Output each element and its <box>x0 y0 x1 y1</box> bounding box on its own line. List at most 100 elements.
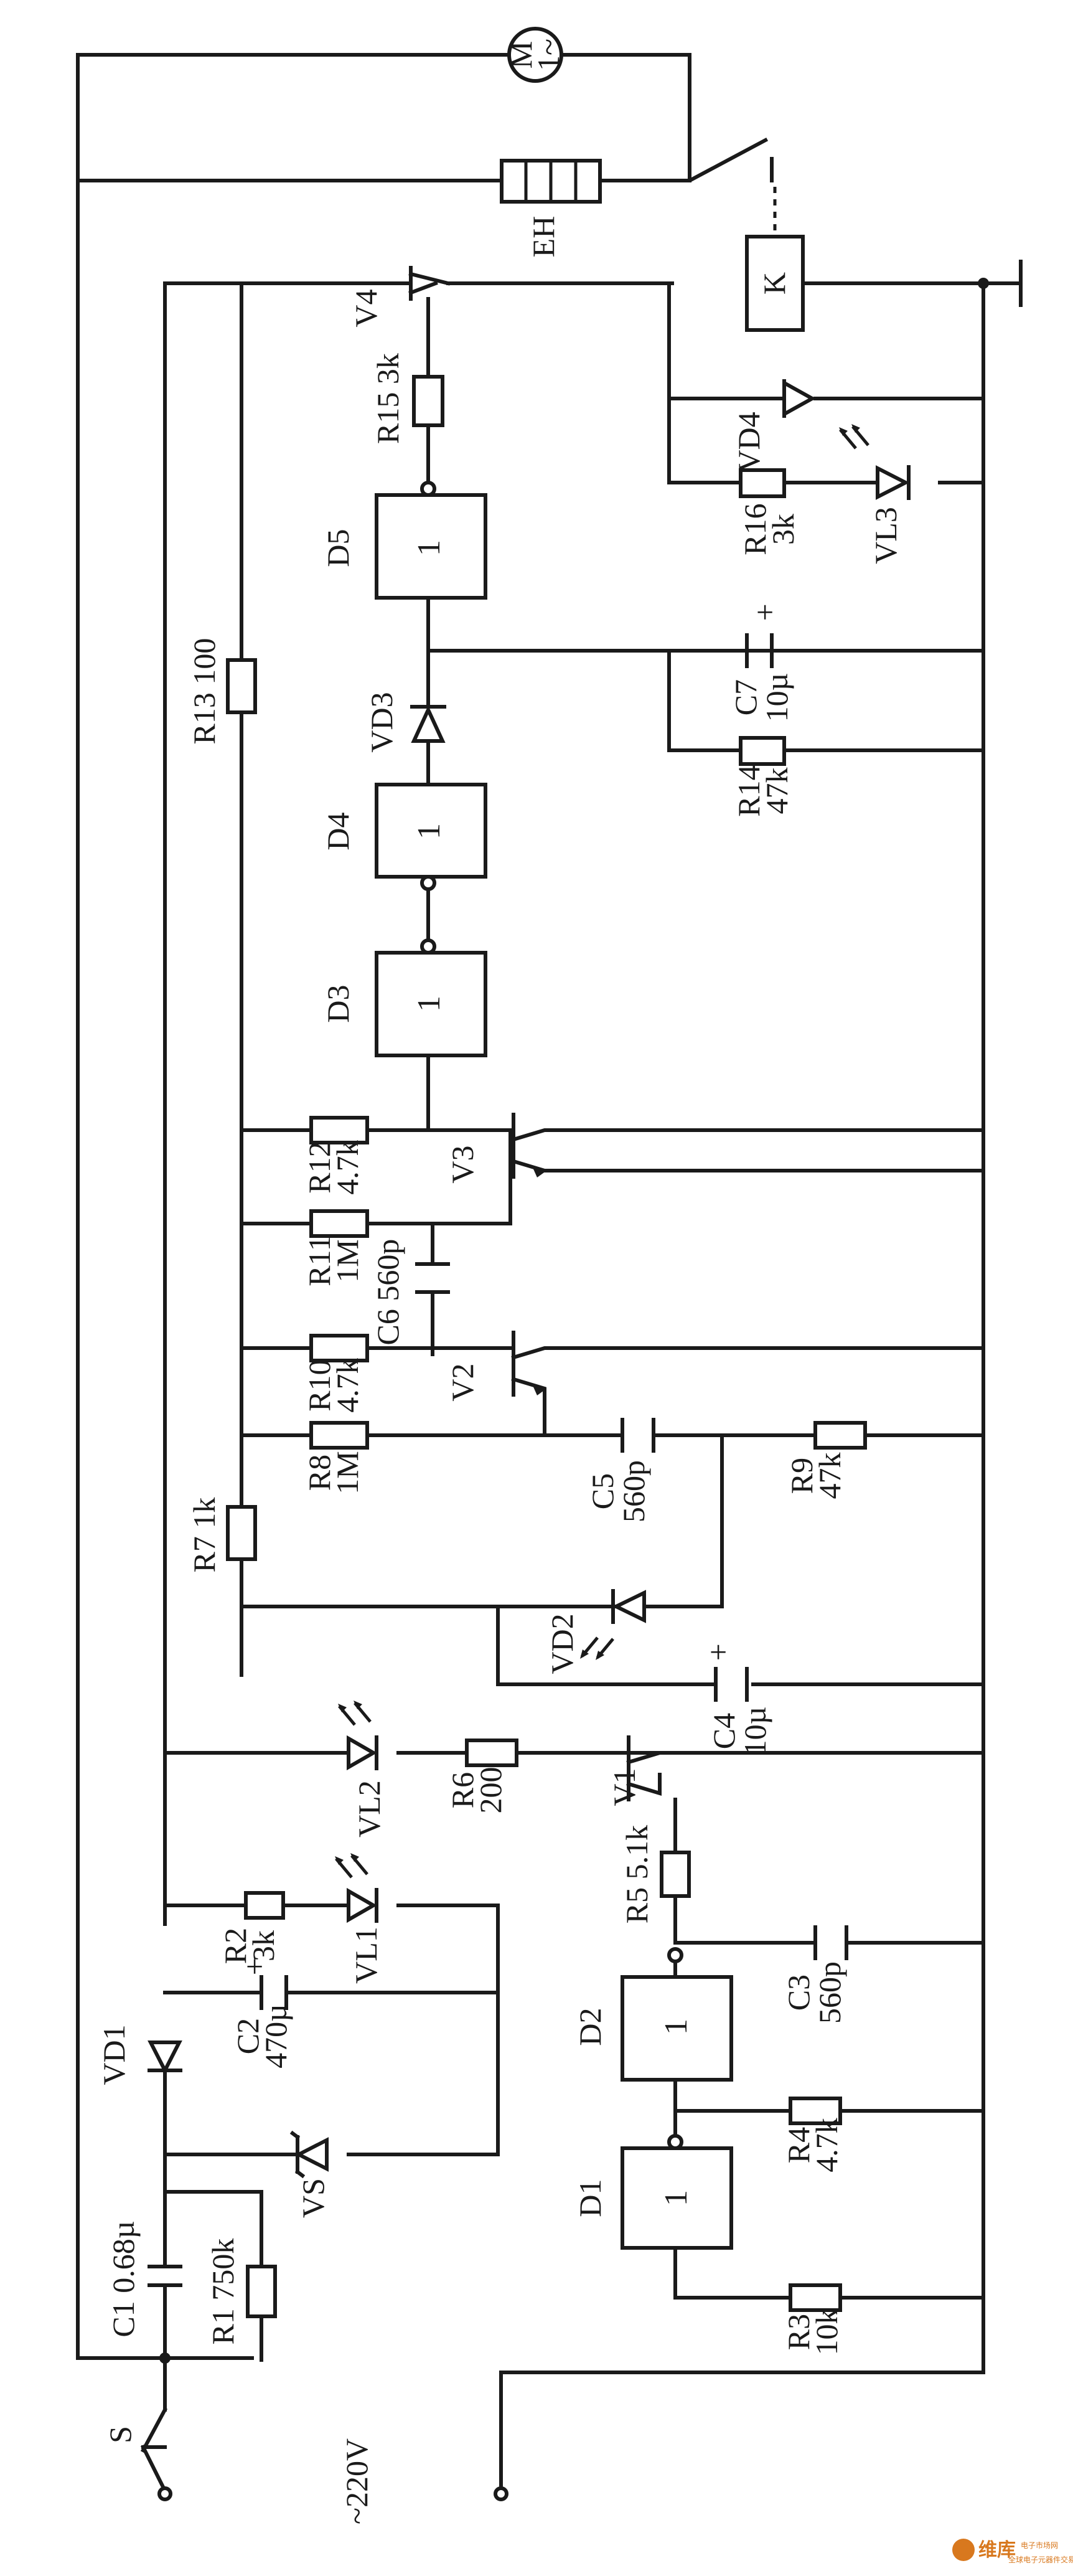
resistor-r7: R7 1k <box>187 1498 257 1573</box>
vd3-label: VD3 <box>364 692 399 752</box>
gate-d3: 1 D3 <box>321 938 487 1057</box>
vl2-label: VL2 <box>352 1780 387 1838</box>
d2-gate-symbol: 1 <box>658 2019 694 2035</box>
resistor-r4: R4 4.7k <box>781 2097 844 2173</box>
capacitor-c5: C5 560p <box>585 1418 655 1522</box>
d5-gate-symbol: 1 <box>411 540 447 556</box>
watermark-brand: 维库 <box>978 2539 1016 2561</box>
capacitor-c1: C1 0.68µ <box>106 2220 182 2338</box>
v1-label: V1 <box>607 1768 642 1806</box>
c6-label: C6 560p <box>370 1239 405 1346</box>
watermark-sub: 全球电子元器件交易网站 <box>1008 2555 1073 2564</box>
r3-value: 10k <box>809 2309 844 2356</box>
capacitor-c3: C3 560p <box>781 1925 848 2024</box>
resistor-r3: R3 10k <box>781 2283 844 2356</box>
diode-vd3: VD3 <box>364 692 446 753</box>
led-vl2: VL2 <box>338 1701 387 1838</box>
r15-label: R15 3k <box>370 353 405 444</box>
vd1-label: VD1 <box>96 2024 131 2085</box>
c2-label: C2 <box>230 2018 265 2054</box>
led-vd2: VD2 <box>545 1589 646 1674</box>
r14-value: 47k <box>759 768 794 814</box>
motor-sub-label: 1~ <box>531 39 566 71</box>
junction-dots <box>159 278 989 2364</box>
resistor-r14: R14 47k <box>731 736 794 817</box>
heater-eh: EH <box>500 159 602 257</box>
d4-gate-symbol: 1 <box>411 823 447 839</box>
resistor-r9: R9 47k <box>784 1421 867 1499</box>
r16-value: 3k <box>766 514 800 545</box>
r6-label: R6 <box>445 1772 480 1808</box>
v2-label: V2 <box>445 1363 480 1401</box>
r7-label: R7 1k <box>187 1498 222 1573</box>
capacitor-c2: + C2 470µ <box>230 1949 293 2069</box>
c3-value: 560p <box>812 1961 847 2024</box>
resistor-r5: R5 5.1k <box>619 1825 691 1923</box>
r2-value: 3k <box>246 1930 281 1961</box>
switch-s: S <box>103 2426 172 2501</box>
resistor-r13: R13 100 <box>187 638 257 745</box>
c7-value: 10µ <box>759 673 794 722</box>
c5-value: 560p <box>616 1460 651 1522</box>
vs-label: VS <box>296 2178 330 2218</box>
mains-terminal: ~220V <box>339 2438 508 2524</box>
d4-label: D4 <box>321 812 355 850</box>
watermark-mark <box>952 2539 975 2561</box>
v4-label: V4 <box>349 289 383 327</box>
capacitor-c6: C6 560p <box>370 1239 450 1346</box>
watermark-logo: 维库 电子市场网 全球电子元器件交易网站 <box>952 2539 1073 2564</box>
vd4-label: VD4 <box>731 412 766 472</box>
resistor-r11: R11 1M <box>302 1209 369 1286</box>
resistor-r15: R15 3k <box>370 353 444 444</box>
relay-label: K <box>757 272 792 295</box>
r10-value: 4.7k <box>330 1358 365 1413</box>
r1-label: R1 750k <box>205 2239 240 2345</box>
vl1-label: VL1 <box>349 1927 383 1984</box>
r8-label: R8 <box>302 1455 337 1491</box>
gate-d2: 1 D2 <box>573 1947 733 2082</box>
d1-gate-symbol: 1 <box>658 2190 694 2206</box>
r11-value: 1M <box>330 1239 365 1282</box>
r13-label: R13 100 <box>187 638 222 745</box>
transistor-v4: V4 <box>349 266 451 328</box>
r16-label: R16 <box>738 503 772 555</box>
mains-label: ~220V <box>339 2438 374 2524</box>
gate-d1: 1 D1 <box>573 2134 733 2250</box>
c2-value: 470µ <box>258 2004 293 2069</box>
r5-label: R5 5.1k <box>619 1825 654 1923</box>
motor-m: M 1~ <box>504 27 566 83</box>
motor-label: M <box>504 41 538 68</box>
v3-label: V3 <box>445 1145 480 1183</box>
resistor-r12: R12 4.7k <box>302 1116 369 1195</box>
r4-label: R4 <box>781 2127 816 2163</box>
r14-label: R14 <box>731 765 766 816</box>
c7-plus: + <box>756 595 774 630</box>
resistor-r1: R1 750k <box>205 2239 277 2345</box>
r4-value: 4.7k <box>809 2118 844 2173</box>
r12-value: 4.7k <box>330 1140 365 1195</box>
gate-d5: 1 D5 <box>321 481 487 600</box>
resistor-r2: R2 3k <box>218 1891 285 1964</box>
d2-label: D2 <box>573 2007 607 2045</box>
c4-plus: + <box>710 1635 727 1669</box>
vl3-label: VL3 <box>868 507 903 564</box>
capacitor-c7: + C7 10µ <box>728 595 794 722</box>
c5-label: C5 <box>585 1473 620 1509</box>
watermark-tagline: 电子市场网 <box>1021 2541 1058 2550</box>
d1-label: D1 <box>573 2179 607 2217</box>
c1-label: C1 0.68µ <box>106 2220 141 2337</box>
transistor-v3: V3 <box>445 1145 546 1184</box>
vd2-label: VD2 <box>545 1613 579 1674</box>
d3-label: D3 <box>321 984 355 1022</box>
c7-label: C7 <box>728 679 763 715</box>
d3-gate-symbol: 1 <box>411 996 447 1012</box>
r2-label: R2 <box>218 1928 253 1964</box>
wires <box>76 53 1023 2494</box>
r12-label: R12 <box>302 1141 337 1193</box>
r11-label: R11 <box>302 1235 337 1286</box>
r9-label: R9 <box>784 1458 819 1494</box>
r9-value: 47k <box>812 1453 847 1499</box>
c2-plus: + <box>246 1949 263 1984</box>
zener-vs: VS <box>289 2130 330 2218</box>
